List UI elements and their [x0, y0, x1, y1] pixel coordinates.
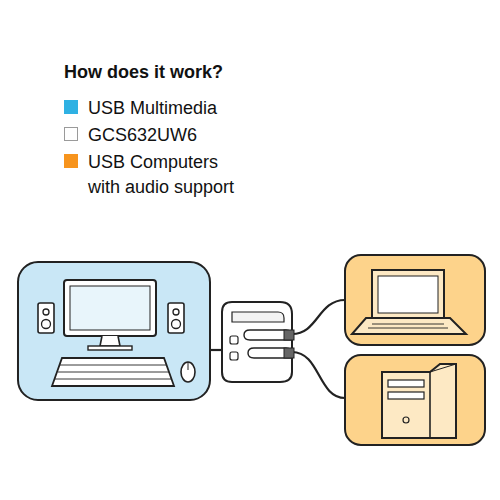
kvm-switch — [222, 302, 294, 382]
legend-swatch — [64, 127, 78, 141]
legend-text: USB Multimedia — [88, 96, 246, 121]
legend-text: USB Computers with audio support — [88, 150, 246, 200]
diagram-title: How does it work? — [64, 62, 223, 83]
legend-row: USB Multimedia — [64, 96, 246, 121]
legend-text: GCS632UW6 — [88, 123, 246, 148]
legend-swatch — [64, 154, 78, 168]
legend-row: USB Computers with audio support — [64, 150, 246, 200]
cables — [210, 300, 345, 398]
legend-row: GCS632UW6 — [64, 123, 246, 148]
legend-swatch — [64, 100, 78, 114]
multimedia-panel — [18, 262, 210, 400]
tower-panel — [345, 355, 485, 445]
laptop-panel — [345, 255, 485, 345]
